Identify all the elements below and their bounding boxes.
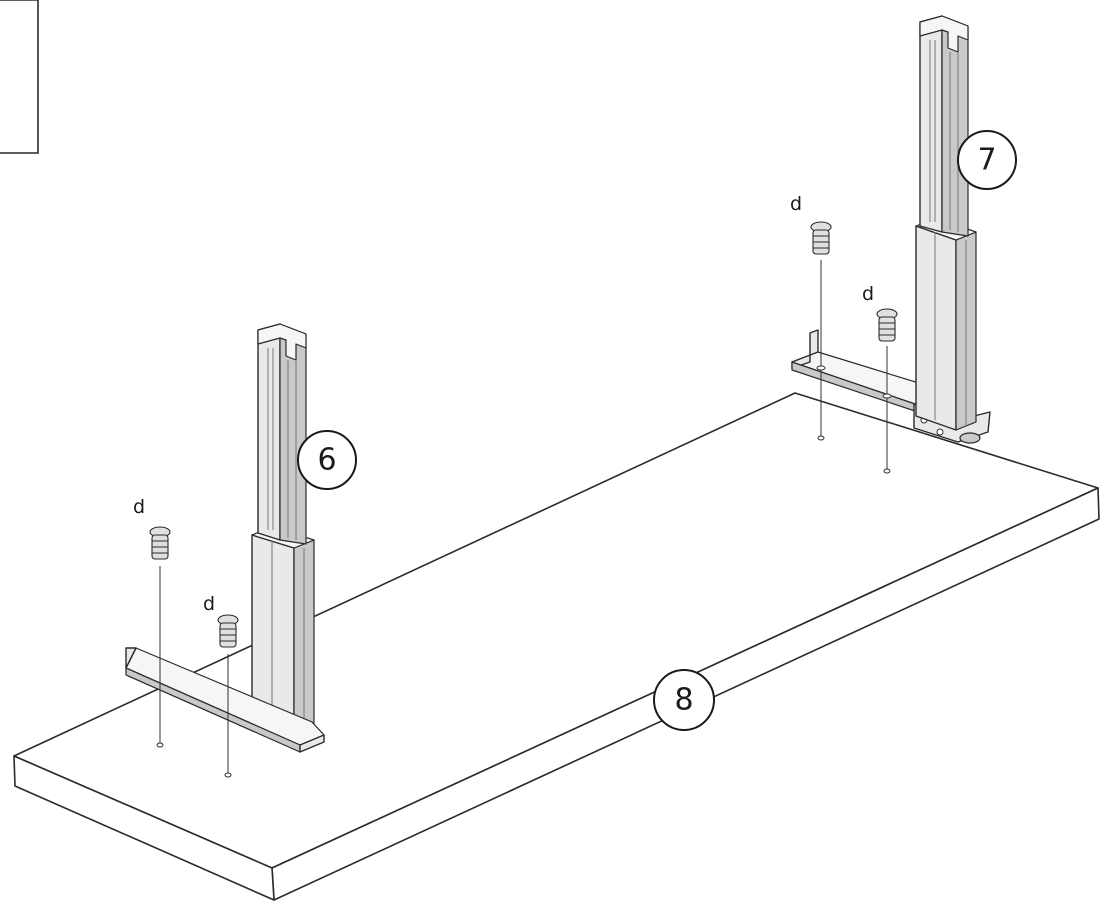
left-front-fastener: d [133, 496, 171, 748]
tabletop-top-face [13, 392, 1099, 869]
tabletop-left-edge [13, 755, 275, 901]
cropped-panel-frame [0, 0, 39, 154]
right-leg: 7 d d [790, 15, 1017, 474]
callout-7-label: 7 [977, 143, 996, 178]
right-leg-inner-column [919, 15, 943, 233]
fastener-label: d [203, 593, 215, 615]
right-leg-outer-column-front [915, 225, 957, 431]
cam-lock-screw-icon [876, 308, 898, 342]
tabletop [13, 392, 1100, 901]
cam-lock-screw-icon [217, 614, 239, 648]
left-leg-foot-flange [125, 647, 137, 669]
callout-7: 7 [957, 130, 1017, 190]
fastener-label: d [133, 496, 145, 518]
callout-8-label: 8 [674, 683, 693, 718]
fastener-label: d [862, 283, 874, 305]
fastener-label: d [790, 193, 802, 215]
cam-lock-screw-icon [149, 526, 171, 560]
callout-6-label: 6 [317, 443, 336, 478]
left-rear-fastener: d [203, 593, 239, 778]
cam-lock-screw-icon [810, 221, 832, 255]
right-rear-fastener: d [862, 283, 898, 474]
callout-6: 6 [297, 430, 357, 490]
right-front-fastener: d [790, 193, 832, 441]
left-leg-inner-column [257, 323, 281, 541]
left-leg: 6 d d [125, 323, 357, 778]
callout-8: 8 [653, 669, 715, 731]
